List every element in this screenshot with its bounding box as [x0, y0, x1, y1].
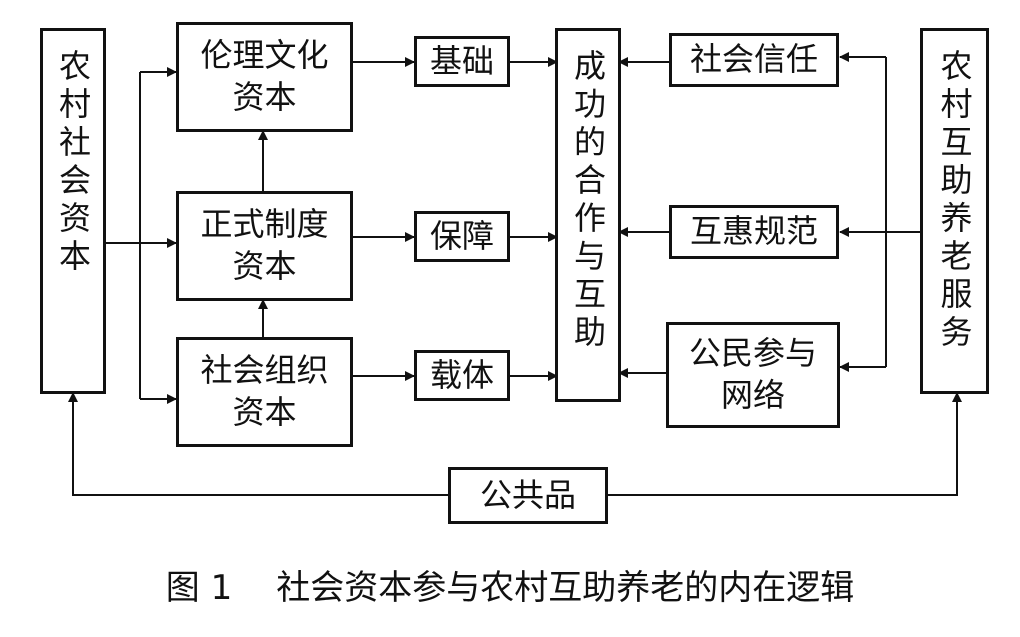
foundation-box: 基础: [414, 36, 510, 87]
social-organization-capital-box: 社会组织 资本: [176, 337, 353, 447]
social-organization-capital-label: 社会组织 资本: [200, 351, 329, 431]
carrier-label: 载体: [429, 355, 494, 394]
reciprocity-norms-box: 互惠规范: [669, 205, 839, 259]
figure-title: 社会资本参与农村互助养老的内在逻辑: [276, 568, 855, 608]
edge-public-goods-to-left: [68, 392, 448, 496]
social-trust-box: 社会信任: [669, 33, 839, 87]
formal-institution-capital-label: 正式制度 资本: [200, 205, 329, 285]
public-goods-label: 公共品: [479, 475, 576, 514]
civic-participation-network-label: 公民参与 网络: [688, 334, 817, 414]
reciprocity-norms-label: 互惠规范: [689, 212, 818, 251]
guarantee-box: 保障: [414, 211, 510, 262]
rural-social-capital-box: 农村社会资本: [40, 28, 106, 394]
civic-participation-network-box: 公民参与 网络: [666, 322, 840, 428]
guarantee-label: 保障: [429, 216, 494, 255]
successful-cooperation-label: 成功的合作与互助: [569, 49, 607, 353]
rural-mutual-aid-elderly-care-label: 农村互助养老服务: [935, 49, 974, 353]
ethics-culture-capital-label: 伦理文化 资本: [200, 36, 329, 116]
public-goods-box: 公共品: [448, 467, 608, 524]
rural-social-capital-label: 农村社会资本: [54, 49, 92, 277]
ethics-culture-capital-box: 伦理文化 资本: [176, 22, 353, 132]
successful-cooperation-box: 成功的合作与互助: [555, 28, 621, 402]
rural-mutual-aid-elderly-care-box: 农村互助养老服务: [920, 28, 989, 394]
figure-caption: 图 1 社会资本参与农村互助养老的内在逻辑: [0, 560, 1020, 609]
foundation-label: 基础: [429, 41, 494, 80]
social-trust-label: 社会信任: [689, 40, 818, 79]
edge-public-goods-to-right: [608, 392, 962, 496]
figure-number: 图 1: [165, 568, 233, 608]
formal-institution-capital-box: 正式制度 资本: [176, 191, 353, 301]
carrier-box: 载体: [414, 350, 510, 401]
